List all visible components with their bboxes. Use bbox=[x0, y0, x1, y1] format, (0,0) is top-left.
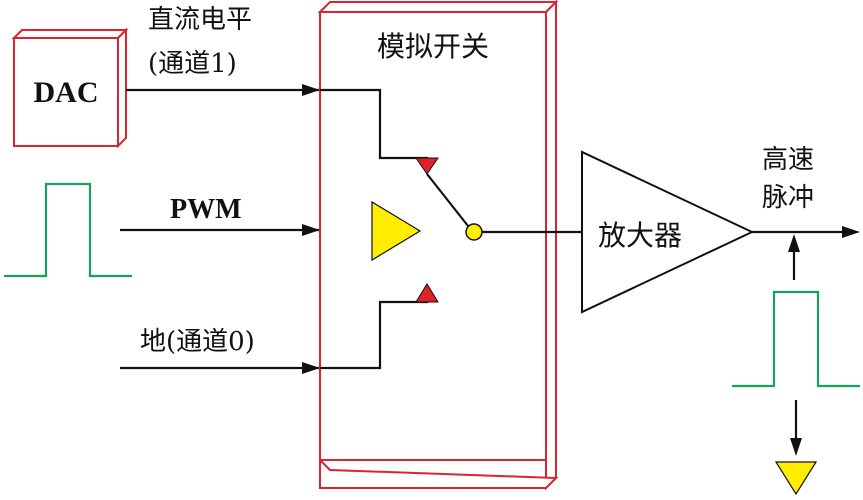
pwm-arrow-icon bbox=[302, 224, 320, 236]
amplifier-icon bbox=[581, 150, 755, 314]
analog-switch-label: 模拟开关 bbox=[377, 30, 489, 63]
analog-switch-side bbox=[545, 0, 557, 491]
ground-label: 地(通道0) bbox=[140, 327, 255, 357]
channel0-contact-icon bbox=[415, 283, 439, 303]
dac-block: DAC bbox=[11, 27, 129, 149]
output-label-line1: 高速 bbox=[762, 145, 814, 175]
analog-switch-front bbox=[319, 11, 547, 461]
pwm-buffer-icon bbox=[371, 200, 422, 262]
dac-block-front bbox=[13, 37, 119, 147]
analog-switch-top bbox=[317, 1, 559, 13]
dac-label: DAC bbox=[34, 76, 99, 109]
ground-symbol-icon bbox=[774, 461, 818, 496]
analog-switch-block: 模拟开关 bbox=[317, 0, 559, 491]
ground-arrow-icon bbox=[302, 362, 320, 374]
channel1-contact-icon bbox=[415, 157, 439, 175]
dc-level-label-line2: (通道1) bbox=[148, 49, 237, 79]
output-label-line2: 脉冲 bbox=[762, 183, 814, 213]
dac-block-top bbox=[11, 29, 129, 39]
dc-level-label-line1: 直流电平 bbox=[148, 5, 252, 35]
probe-arrow-icon bbox=[788, 234, 800, 252]
amplifier-label: 放大器 bbox=[598, 219, 682, 252]
pwm-pulse-waveform bbox=[4, 182, 132, 278]
dac-block-side bbox=[117, 27, 127, 149]
dc-level-arrow-icon bbox=[302, 84, 320, 96]
output-arrow-icon bbox=[842, 226, 860, 238]
output-pulse-waveform bbox=[732, 290, 860, 388]
switch-arm bbox=[426, 173, 473, 232]
switch-pivot-icon bbox=[465, 223, 483, 241]
channel1-internal-wire bbox=[320, 88, 428, 160]
channel0-internal-wire bbox=[320, 300, 428, 370]
analog-switch-bottom bbox=[319, 457, 559, 489]
pwm-label: PWM bbox=[170, 194, 242, 225]
ground-connection-arrow-icon bbox=[790, 438, 802, 456]
